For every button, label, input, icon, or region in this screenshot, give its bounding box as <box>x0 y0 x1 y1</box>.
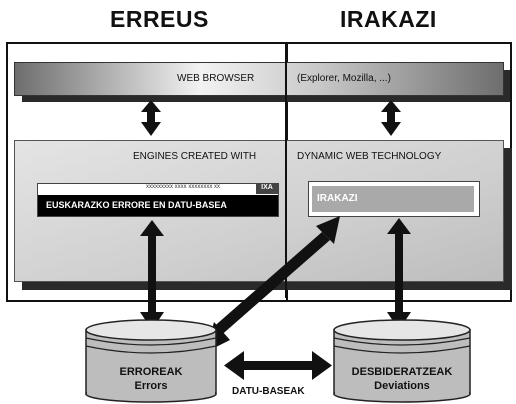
db-left-name: ERROREAK <box>119 366 183 378</box>
db-right-cylinder <box>333 319 471 403</box>
arrow-browser-engines-right <box>381 100 401 136</box>
db-left-cylinder <box>85 319 217 403</box>
irakazi-app-bar <box>312 186 474 212</box>
erreus-app-window: xxxxxxxxx xxxx xxxxxxxx xx IXA EUSKARAZK… <box>37 183 279 217</box>
irakazi-app-window: IRAKAZI <box>308 181 480 217</box>
db-left-sub: Errors <box>134 380 168 392</box>
erreus-app-topbar-text: xxxxxxxxx xxxx xxxxxxxx xx <box>146 184 221 190</box>
arrow-erreus-db <box>140 220 164 330</box>
erreus-app-topbar <box>38 184 278 194</box>
arrow-browser-engines-left <box>141 100 161 136</box>
db-right-name: DESBIDERATZEAK <box>351 366 453 378</box>
irakazi-app-title: IRAKAZI <box>317 193 358 204</box>
header-irakazi: IRAKAZI <box>340 6 437 32</box>
arrow-irakazi-db <box>387 218 411 330</box>
db-right-labels: DESBIDERATZEAK Deviations <box>334 366 470 398</box>
engines-label-left: ENGINES CREATED WITH <box>133 151 257 162</box>
db-left-labels: ERROREAK Errors <box>86 366 216 398</box>
db-right-sub: Deviations <box>374 380 430 392</box>
erreus-app-titlebar <box>38 195 278 216</box>
arrow-db-db <box>224 351 332 380</box>
engines-label-right: DYNAMIC WEB TECHNOLOGY <box>297 151 442 162</box>
web-browser-band: WEB BROWSER (Explorer, Mozilla, ...) <box>14 62 504 96</box>
column-divider <box>285 42 287 298</box>
arrow-irakazi-db-left-diagonal <box>206 216 340 352</box>
web-browser-label: WEB BROWSER <box>177 73 255 84</box>
browser-examples-label: (Explorer, Mozilla, ...) <box>297 73 391 84</box>
datu-baseak-label: DATU-BASEAK <box>232 386 305 397</box>
header-erreus: ERREUS <box>110 6 209 32</box>
erreus-app-title: EUSKARAZKO ERRORE EN DATU-BASEA <box>46 200 227 210</box>
erreus-app-badge: IXA <box>256 184 278 194</box>
